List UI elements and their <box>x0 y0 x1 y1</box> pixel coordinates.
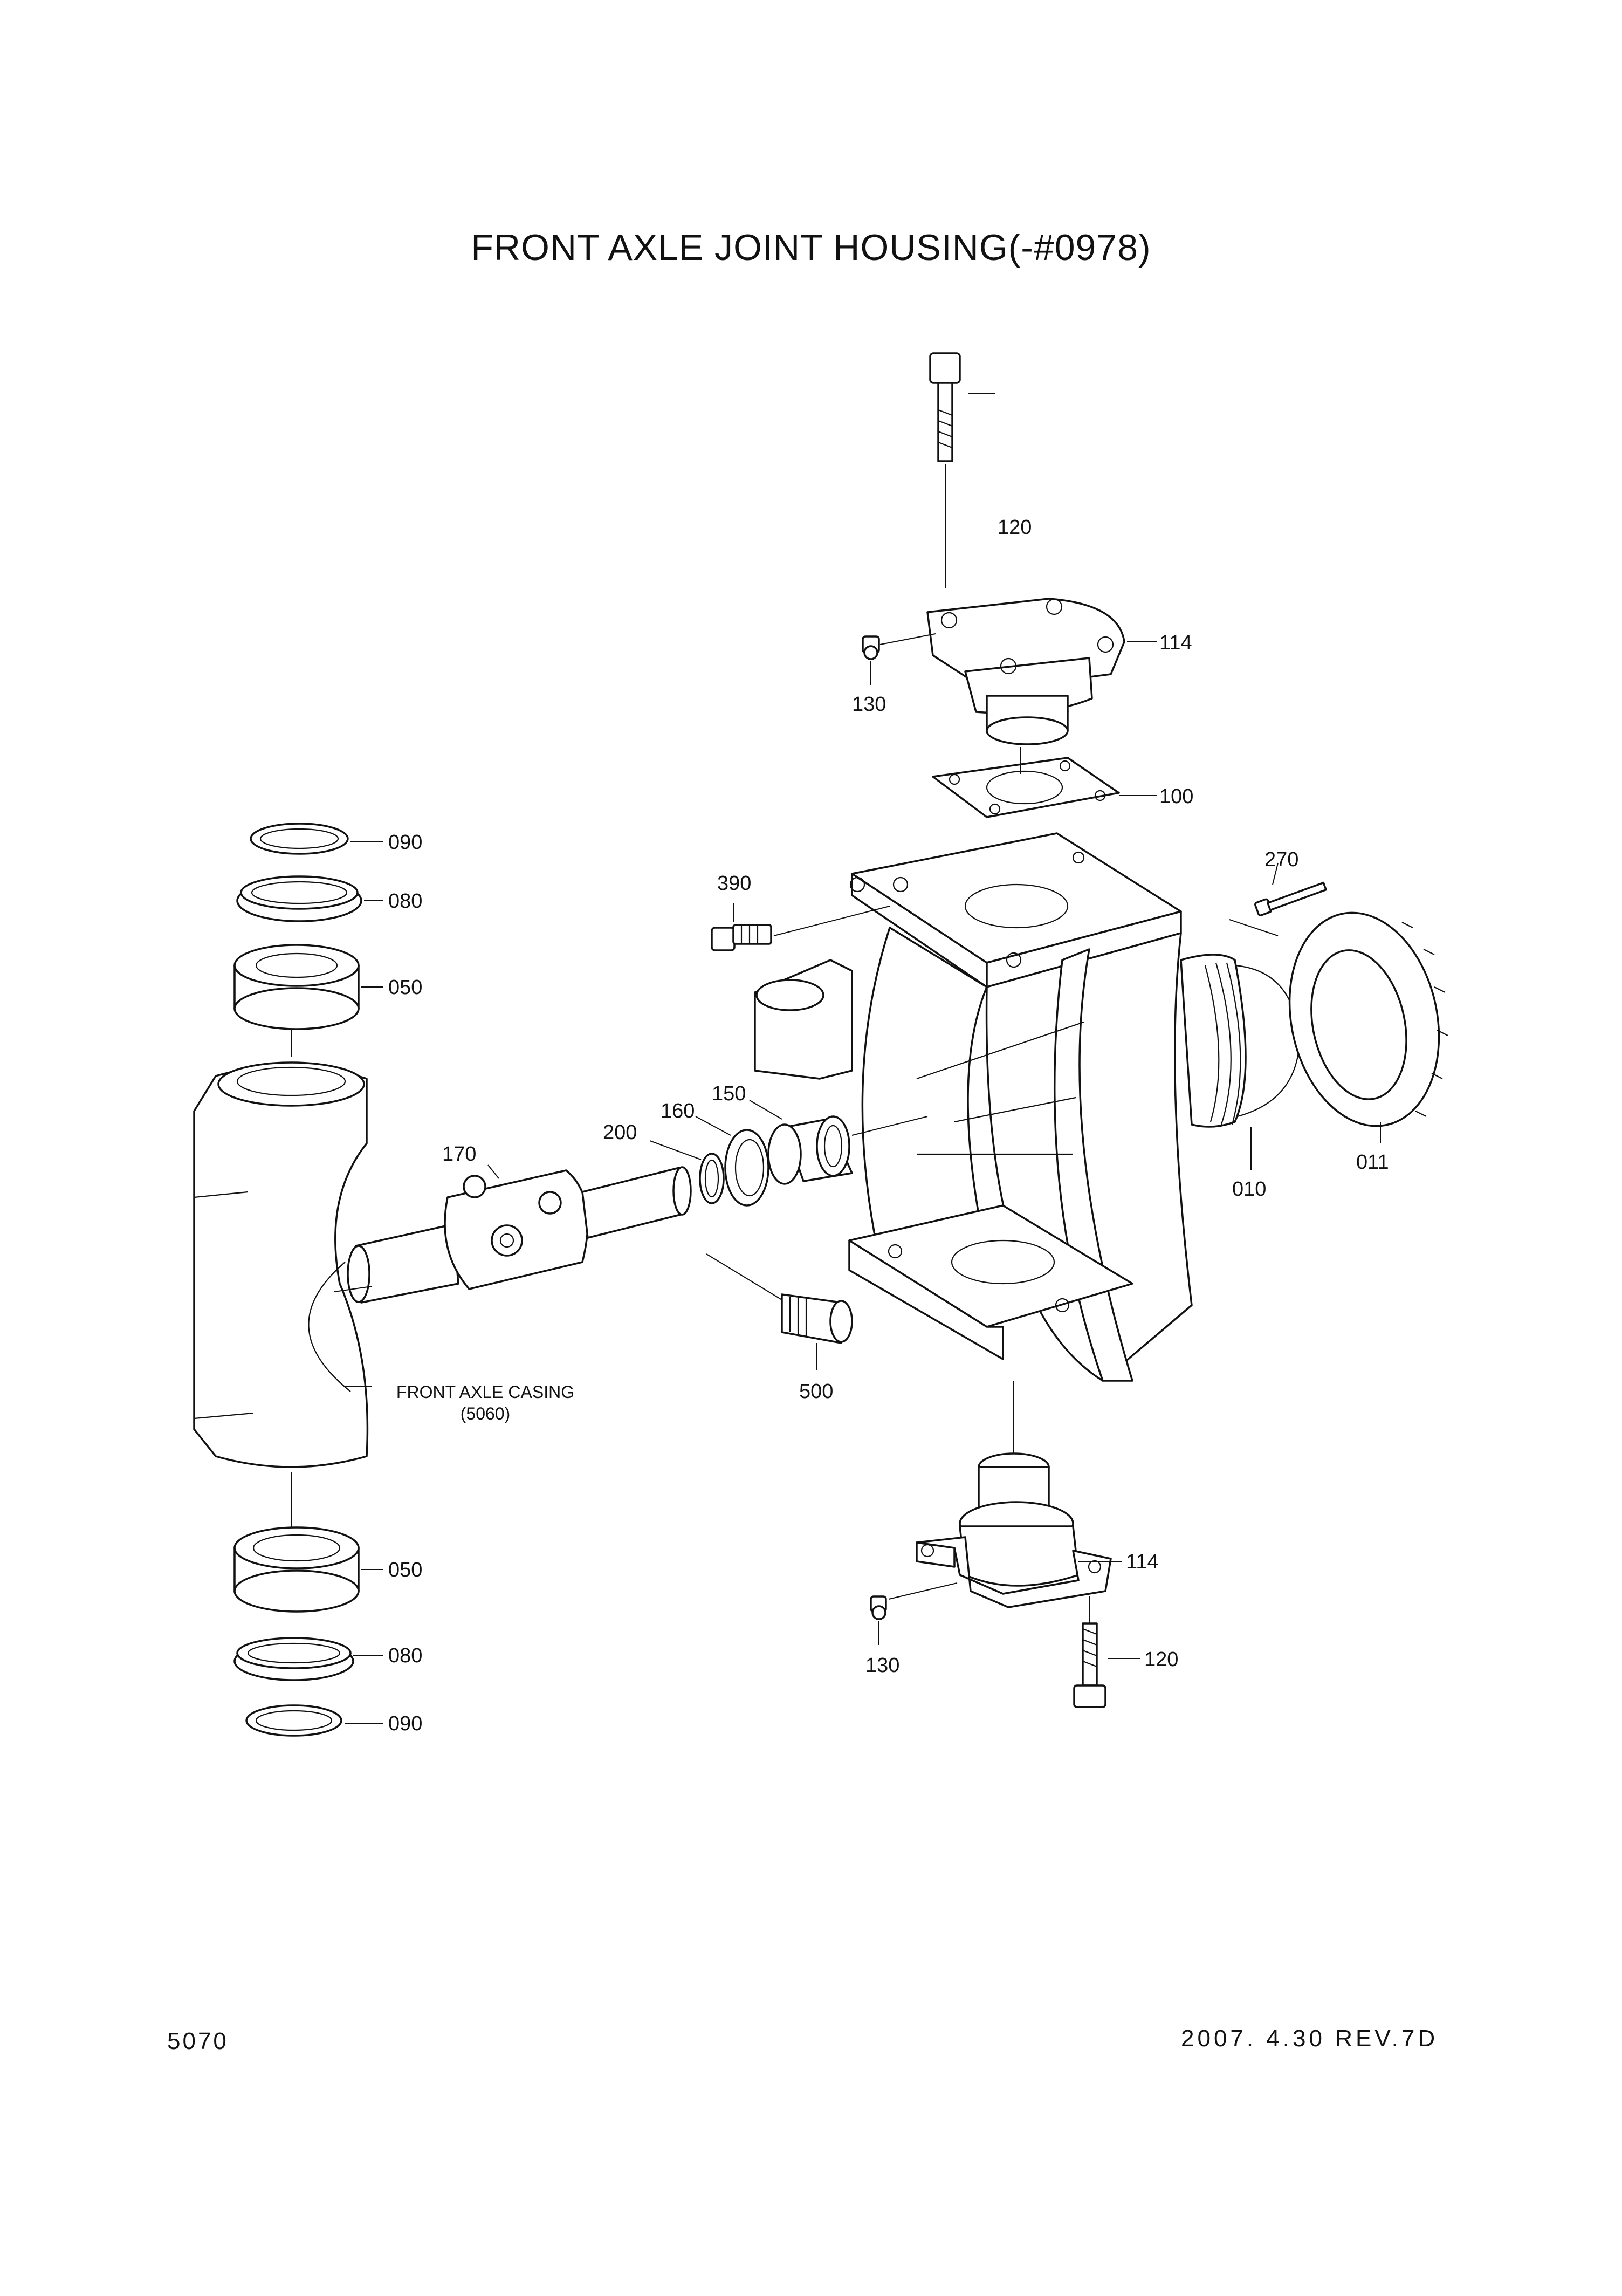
callout-120-top: 120 <box>998 516 1032 539</box>
part-130-bottom-grease-nipple <box>870 1582 958 1645</box>
callout-010: 010 <box>1232 1178 1266 1201</box>
callout-050-top: 050 <box>388 976 422 999</box>
part-114-top-cap <box>926 598 1157 745</box>
part-050-top-bearing <box>233 944 383 1030</box>
part-011-ring-nut <box>1288 911 1448 1143</box>
callout-200: 200 <box>603 1121 637 1144</box>
callout-114-bottom: 114 <box>1126 1551 1159 1573</box>
revision-date: 2007. 4.30 REV.7D <box>1181 2025 1439 2052</box>
callout-114-top: 114 <box>1159 632 1192 654</box>
part-100-shim <box>932 747 1157 818</box>
callout-120-bottom: 120 <box>1144 1648 1178 1671</box>
callout-390: 390 <box>717 872 751 895</box>
part-010-joint-housing <box>754 832 1301 1382</box>
part-120-top-bolt <box>929 352 995 588</box>
page-title: FRONT AXLE JOINT HOUSING(-#0978) <box>471 227 1151 268</box>
callout-130-bottom: 130 <box>865 1654 899 1677</box>
part-270-screw <box>1229 862 1327 936</box>
callout-160: 160 <box>661 1100 695 1122</box>
front-axle-casing <box>193 1025 372 1532</box>
part-090-top-snap-ring <box>250 823 383 855</box>
callout-100: 100 <box>1159 785 1193 808</box>
callout-080-bottom: 080 <box>388 1644 422 1667</box>
part-120-bottom-bolt <box>1073 1596 1140 1708</box>
callout-170: 170 <box>442 1143 476 1166</box>
part-170-universal-joint <box>334 1164 692 1304</box>
part-080-bottom-seal <box>233 1637 383 1681</box>
callout-011: 011 <box>1356 1151 1389 1174</box>
part-050-bottom-bearing <box>233 1526 383 1613</box>
callout-270: 270 <box>1264 848 1298 871</box>
callout-050-bottom: 050 <box>388 1559 422 1581</box>
part-390-plug <box>711 903 890 951</box>
callout-130-top: 130 <box>852 693 886 716</box>
page-code: 5070 <box>167 2028 229 2054</box>
part-080-top-seal <box>236 875 383 922</box>
casing-note-line1: FRONT AXLE CASING <box>396 1382 574 1402</box>
callout-labels: 120 114 130 100 270 390 090 080 050 150 … <box>388 516 1389 1735</box>
part-150-bushing <box>749 1100 928 1185</box>
part-090-bottom-snap-ring <box>245 1704 383 1737</box>
part-500-bolt <box>706 1253 853 1370</box>
casing-note-line2: (5060) <box>461 1404 511 1423</box>
part-200-snap-ring <box>649 1140 725 1204</box>
callout-090-bottom: 090 <box>388 1712 422 1735</box>
part-160-seal <box>695 1116 769 1207</box>
callout-090-top: 090 <box>388 831 422 854</box>
part-114-bottom-cap <box>916 1381 1122 1608</box>
callout-150: 150 <box>712 1082 746 1105</box>
callout-500: 500 <box>799 1380 833 1403</box>
part-130-top-grease-nipple <box>862 633 936 685</box>
callout-080-top: 080 <box>388 890 422 913</box>
